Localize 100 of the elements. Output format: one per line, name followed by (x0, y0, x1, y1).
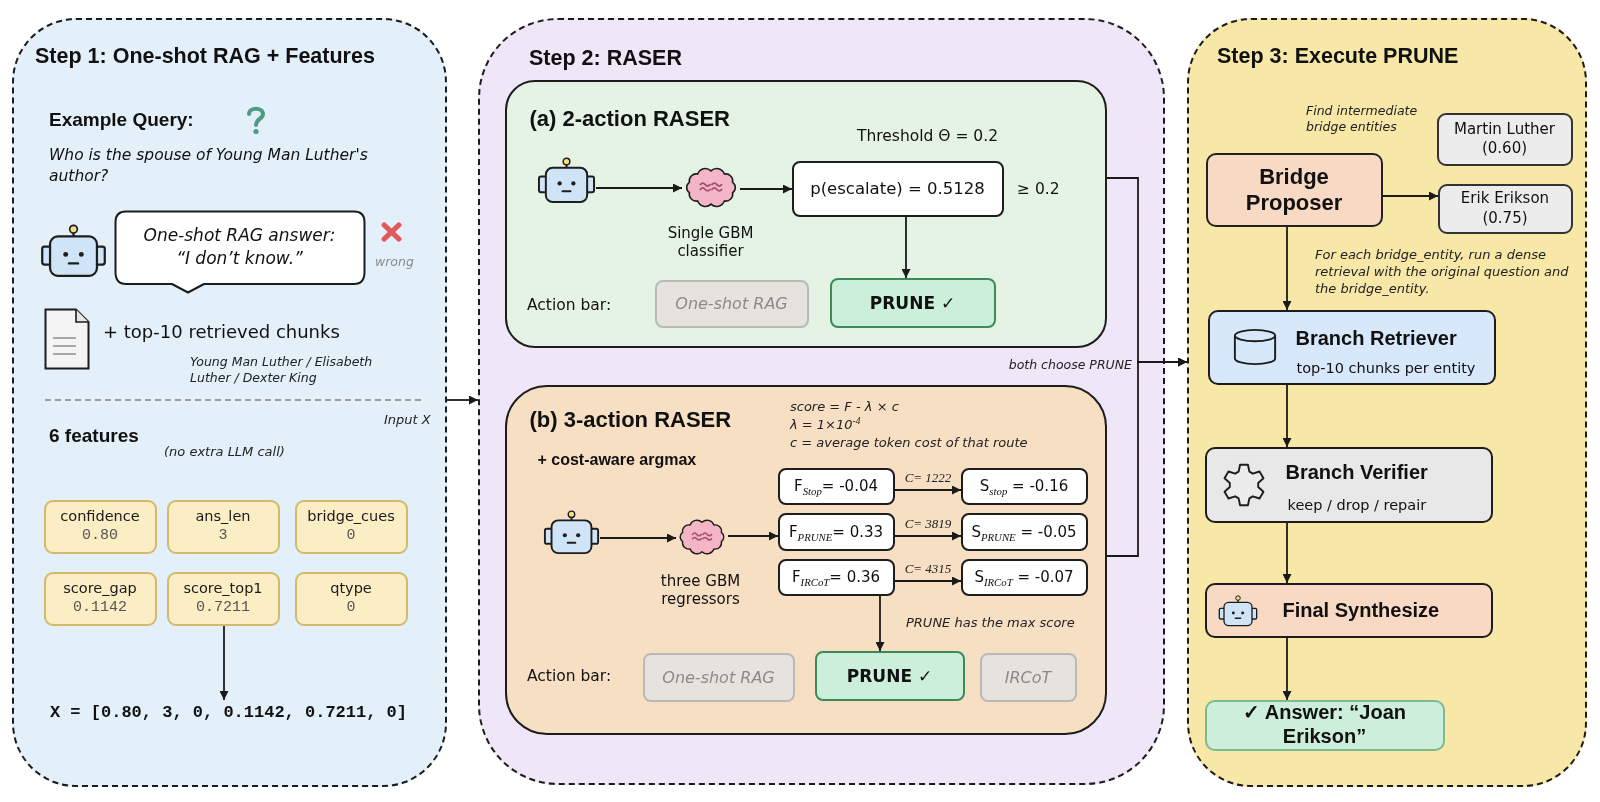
question-text: Who is the spouse of Young Man Luther's author? (49, 145, 369, 187)
method-panel (504, 384, 1107, 735)
panel-title: Step 3: Execute PRUNE (1217, 44, 1459, 69)
feature-card (294, 499, 408, 554)
value-text: S$_{PRUNE}$ = -0.05 (971, 522, 1077, 541)
panel-title: (b) 3-action RASER (529, 406, 732, 432)
feature-card (294, 571, 408, 626)
edge-label: Input X (382, 412, 433, 429)
feature-card (166, 499, 280, 554)
arrow (1282, 637, 1292, 701)
value-text: S$_{IRCoT}$ = -0.07 (974, 568, 1074, 586)
arrow (901, 216, 911, 279)
arrow (1106, 357, 1188, 557)
body-text: + top-10 retrieved chunks (103, 321, 340, 342)
arrow (1282, 226, 1292, 311)
value-text: F$_{Stop}$= -0.04 (794, 477, 878, 495)
feature-value: 0 (346, 599, 356, 618)
entity-text: Erik Erikson (0.75) (1459, 189, 1551, 228)
value-box (791, 160, 1004, 217)
speech-bubble (113, 209, 366, 294)
entity-list: Young Man Luther / Elisabeth Luther / Dexter King (190, 354, 390, 387)
feature-card (166, 571, 280, 626)
row-label: Action bar: (527, 296, 612, 314)
feature-value: 0.7211 (196, 599, 250, 618)
speech-text: “I don’t know.” (176, 246, 303, 269)
value-box (960, 467, 1088, 505)
feature-value: 0.1142 (73, 599, 127, 618)
formula-text: λ = 1×10$^{-4}$ (790, 417, 861, 433)
note-text: Find intermediate bridge entities (1306, 103, 1419, 136)
section-heading: Example Query: (49, 109, 194, 131)
feature-card (43, 499, 157, 554)
feature-name: confidence (60, 507, 140, 526)
feature-value: 0.80 (82, 527, 118, 546)
feature-name: qtype (330, 579, 372, 598)
formula-text: score = F - λ × c (790, 399, 899, 415)
arrow (894, 576, 962, 586)
status-text: wrong (375, 254, 414, 269)
step-panel (1187, 18, 1587, 787)
section-heading: 6 features (49, 425, 139, 447)
robot-icon (536, 156, 596, 204)
feature-value: 3 (218, 527, 228, 546)
entity-text: Martin Luther (0.60) (1453, 119, 1556, 159)
arrow (875, 595, 885, 652)
panel-title: (a) 2-action RASER (529, 105, 730, 131)
arrow (446, 395, 479, 405)
action-button: IRCoT (979, 652, 1077, 702)
method-panel (504, 79, 1107, 348)
arrow (599, 533, 677, 543)
step-panel (12, 18, 447, 787)
feature-vector-text: X = [0.80, 3, 0, 0.1142, 0.7211, 0] (48, 699, 409, 726)
action-button: PRUNE ✓ (829, 277, 996, 328)
threshold-text: Threshold Θ = 0.2 (857, 127, 998, 145)
process-title: Branch Verifier (1285, 460, 1428, 484)
process-box (1204, 582, 1493, 638)
entity-box (1436, 112, 1573, 166)
formula-text: c = average token cost of that route (790, 435, 1028, 451)
threshold-text: ≥ 0.2 (1017, 180, 1060, 198)
action-button: One-shot RAG (654, 279, 809, 328)
feature-name: ans_len (195, 507, 251, 526)
value-text: F$_{PRUNE}$= 0.33 (788, 522, 884, 541)
arrow (727, 531, 779, 541)
arrow (1382, 191, 1439, 201)
process-title: Branch Retriever (1295, 326, 1457, 350)
process-detail: keep / drop / repair (1287, 496, 1427, 514)
speech-text: One-shot RAG answer: (143, 224, 336, 247)
process-detail: top-10 chunks per entity (1296, 359, 1476, 377)
caption-text: three GBM regressors (659, 571, 742, 609)
process-box (1207, 309, 1496, 385)
arrow (894, 531, 962, 541)
row-label: Action bar: (527, 667, 612, 685)
feature-card (43, 571, 157, 626)
arrow (1282, 522, 1292, 584)
edge-label: both choose PRUNE (1006, 357, 1134, 372)
process-title: Final Synthesize (1282, 598, 1440, 622)
value-box (960, 512, 1088, 551)
action-button: PRUNE ✓ (814, 650, 965, 701)
entity-box (1437, 183, 1573, 234)
feature-name: score_top1 (183, 579, 263, 598)
process-box (1205, 152, 1383, 227)
action-button: One-shot RAG (642, 652, 795, 702)
value-text: F$_{IRCoT}$= 0.36 (791, 568, 881, 586)
feature-name: score_gap (63, 579, 137, 598)
value-box (777, 467, 895, 505)
arrow (894, 485, 962, 495)
arrow (1282, 384, 1292, 448)
panel-title: Step 2: RASER (529, 46, 682, 71)
arrow (739, 184, 793, 194)
arrow (219, 625, 229, 701)
value-box (777, 512, 895, 551)
panel-title: Step 1: One-shot RAG + Features (35, 44, 375, 69)
process-box (1204, 446, 1493, 523)
arrow (595, 183, 683, 193)
feature-value: 0 (346, 527, 356, 546)
feature-name: bridge_cues (307, 507, 395, 526)
caption-text: Single GBM classifier (666, 223, 755, 261)
value-text: p(escalate) = 0.5128 (810, 179, 985, 198)
value-box (960, 558, 1088, 596)
value-text: S$_{stop}$ = -0.16 (979, 477, 1069, 495)
panel-subtitle: + cost-aware argmax (537, 450, 697, 469)
step-panel (478, 18, 1165, 785)
